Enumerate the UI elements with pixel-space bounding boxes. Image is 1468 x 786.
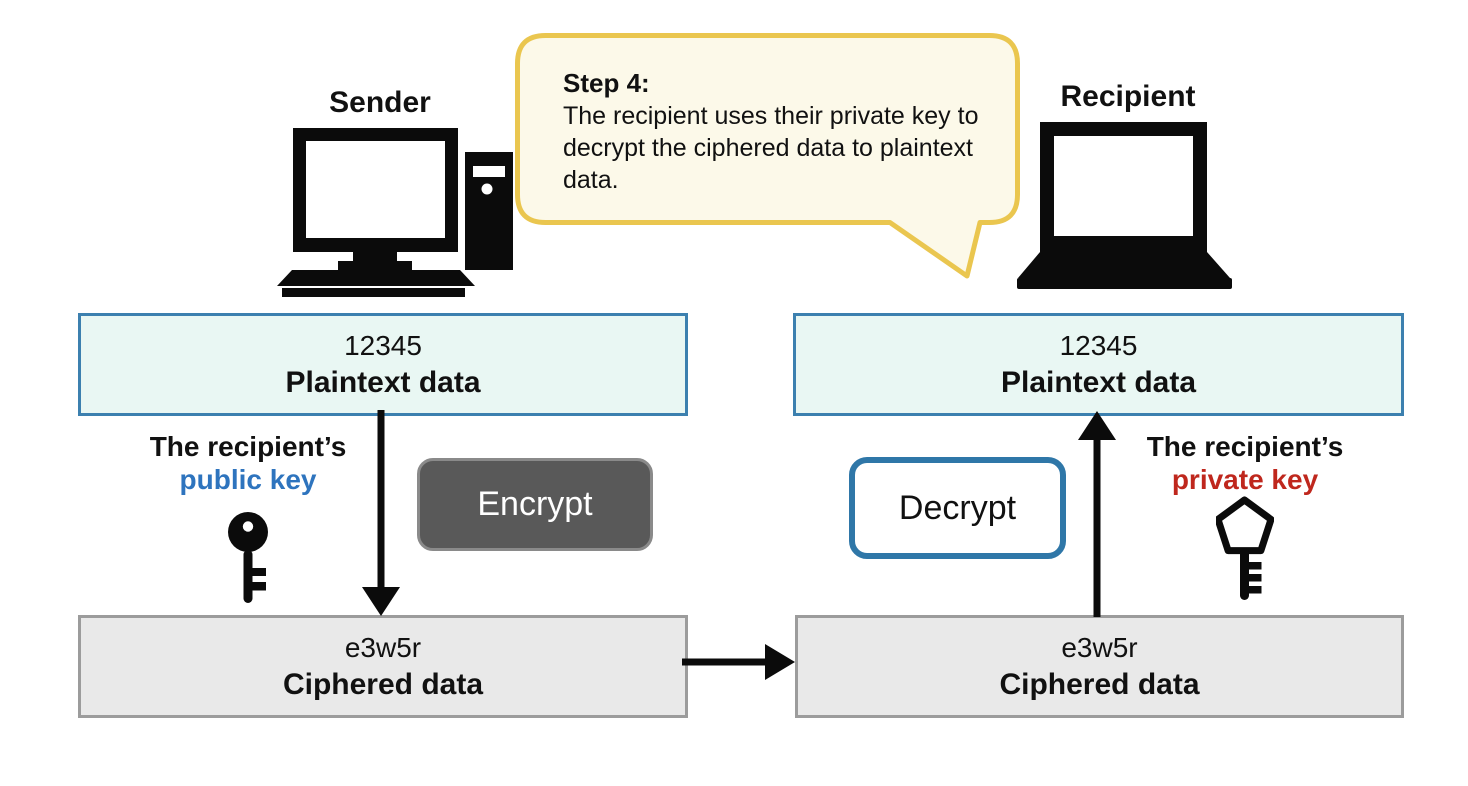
recipient-plaintext-value: 12345 xyxy=(1059,329,1138,361)
desktop-computer-icon xyxy=(277,128,513,297)
sender-plaintext-box: 12345 Plaintext data xyxy=(78,313,688,416)
sender-title: Sender xyxy=(329,86,431,119)
encrypt-button[interactable]: Encrypt xyxy=(417,458,653,551)
decrypt-up-arrow xyxy=(1078,411,1116,617)
encrypt-down-arrow xyxy=(362,410,400,616)
public-key-caption: The recipient’s public key xyxy=(125,430,371,496)
public-key-name: public key xyxy=(179,464,317,495)
key-outline-icon xyxy=(1216,496,1274,600)
sender-ciphered-label: Ciphered data xyxy=(282,667,484,701)
private-key-owner: The recipient’s xyxy=(1146,431,1344,462)
public-key-owner: The recipient’s xyxy=(149,431,347,462)
decrypt-button[interactable]: Decrypt xyxy=(849,457,1066,559)
callout-text: Step 4: The recipient uses their private… xyxy=(563,66,999,196)
transfer-right-arrow xyxy=(682,644,795,680)
sender-plaintext-label: Plaintext data xyxy=(285,365,481,399)
recipient-plaintext-box: 12345 Plaintext data xyxy=(793,313,1404,416)
private-key-name: private key xyxy=(1171,464,1319,495)
decrypt-button-label: Decrypt xyxy=(898,488,1017,527)
sender-ciphered-value: e3w5r xyxy=(344,631,422,663)
encrypt-button-label: Encrypt xyxy=(477,485,593,523)
recipient-ciphered-box: e3w5r Ciphered data xyxy=(795,615,1404,718)
recipient-title: Recipient xyxy=(1060,80,1196,113)
callout-step-body: The recipient uses their private key to … xyxy=(563,102,979,194)
sender-plaintext-value: 12345 xyxy=(344,329,422,361)
recipient-ciphered-value: e3w5r xyxy=(1061,631,1138,663)
speech-bubble xyxy=(515,33,1020,279)
callout-step-title: Step 4: xyxy=(563,68,650,98)
laptop-icon xyxy=(1017,122,1232,289)
recipient-ciphered-label: Ciphered data xyxy=(999,667,1200,701)
private-key-caption: The recipient’s private key xyxy=(1122,430,1368,496)
sender-ciphered-box: e3w5r Ciphered data xyxy=(78,615,688,718)
key-solid-icon xyxy=(228,512,268,603)
recipient-plaintext-label: Plaintext data xyxy=(1000,365,1197,399)
